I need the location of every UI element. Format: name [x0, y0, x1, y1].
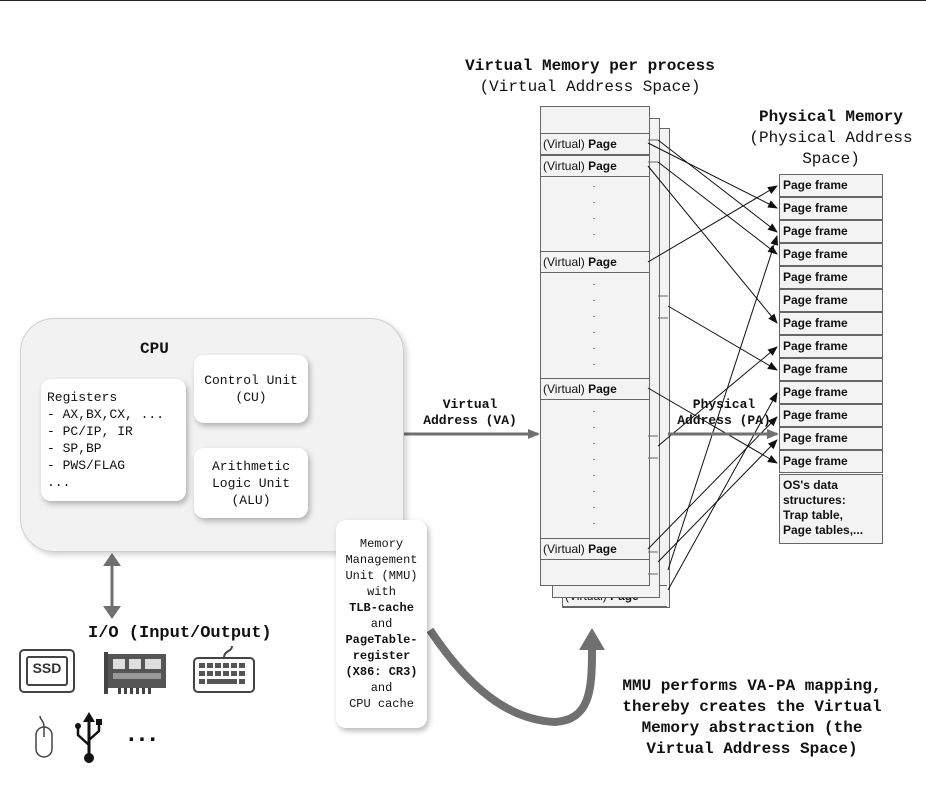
- mapping-line: [667, 305, 778, 371]
- pm-title-line3: Space): [802, 150, 860, 168]
- registers-line: - SP,BP: [47, 441, 102, 456]
- page-frame-9: Page frame: [779, 358, 883, 381]
- ssd-label: SSD: [32, 660, 62, 676]
- keyboard-icon: [193, 645, 255, 693]
- mapping-line: [657, 346, 778, 447]
- cpu-title: CPU: [140, 340, 169, 358]
- mmu-caption: MMU performs VA-PA mapping, thereby crea…: [622, 677, 882, 758]
- ssd-icon: [19, 649, 75, 693]
- virtual-page-3: (Virtual) Page: [541, 251, 649, 273]
- virtual-page-2: (Virtual) Page: [541, 155, 649, 177]
- pm-title: Physical Memory (Physical Address Space): [716, 107, 926, 170]
- virtual-page-1: (Virtual) Page: [541, 133, 649, 155]
- registers-line: - PC/IP, IR: [47, 424, 133, 439]
- page-frame-5: Page frame: [779, 266, 883, 289]
- page-frame-3: Page frame: [779, 220, 883, 243]
- registers-line: Registers: [47, 390, 118, 405]
- page-frame-2: Page frame: [779, 197, 883, 220]
- registers-line: - AX,BX,CX, ...: [47, 407, 165, 422]
- expansion-card-icon: [104, 652, 166, 694]
- page-frame-1: Page frame: [779, 174, 883, 197]
- virtual-page-5: (Virtual) Page: [541, 538, 649, 560]
- registers-line: - PWS/FLAG: [47, 458, 126, 473]
- vm-front-column: (Virtual) Page (Virtual) Page (Virtual) …: [540, 106, 650, 586]
- mouse-icon: [35, 715, 53, 758]
- page-frame-11: Page frame: [779, 404, 883, 427]
- mapping-line: [657, 161, 778, 255]
- usb-icon: [75, 712, 102, 763]
- vm-title-line1: Virtual Memory per process: [465, 57, 715, 75]
- page-frame-13: Page frame: [779, 450, 883, 473]
- registers-card: Registers - AX,BX,CX, ... - PC/IP, IR - …: [41, 379, 186, 501]
- mmu-curve-arrowhead: [579, 628, 605, 650]
- mmu-card: Memory Management Unit (MMU) with TLB-ca…: [336, 520, 427, 728]
- mmu-mapping-curve: [426, 627, 596, 727]
- page-frame-10: Page frame: [779, 381, 883, 404]
- page-frame-12: Page frame: [779, 427, 883, 450]
- mapping-line: [647, 185, 778, 263]
- vm-dots-2: ......: [592, 277, 596, 368]
- pm-title-line1: Physical Memory: [758, 108, 904, 126]
- vm-title: Virtual Memory per process (Virtual Addr…: [430, 56, 750, 98]
- io-title: I/O (Input/Output): [88, 624, 272, 643]
- physical-memory-column: Page frame Page frame Page frame Page fr…: [779, 174, 883, 546]
- pm-title-line2: (Physical Address: [749, 129, 913, 147]
- vm-title-line2: (Virtual Address Space): [479, 78, 701, 96]
- back-column-ticks: [648, 139, 668, 575]
- vm-dots-1: ....: [592, 179, 596, 238]
- vm-dots-3: ........: [592, 404, 596, 527]
- mapping-line: [667, 392, 778, 591]
- top-divider: [0, 0, 926, 1]
- more-devices: ...: [128, 720, 161, 747]
- page-frame-6: Page frame: [779, 289, 883, 312]
- cpu-io-arrow: [103, 553, 121, 619]
- virtual-page-4: (Virtual) Page: [541, 378, 649, 400]
- mapping-line: [667, 235, 779, 571]
- registers-line: ...: [47, 475, 71, 490]
- page-frame-7: Page frame: [779, 312, 883, 335]
- mapping-line: [647, 416, 778, 550]
- control-unit-card: Control Unit(CU): [194, 355, 308, 423]
- page-frame-8: Page frame: [779, 335, 883, 358]
- page-frame-4: Page frame: [779, 243, 883, 266]
- mapping-line: [647, 165, 778, 324]
- mapping-line: [647, 387, 778, 464]
- mapping-line: [647, 142, 778, 209]
- mapping-line: [657, 139, 778, 233]
- va-pa-mapping-lines: [647, 139, 779, 591]
